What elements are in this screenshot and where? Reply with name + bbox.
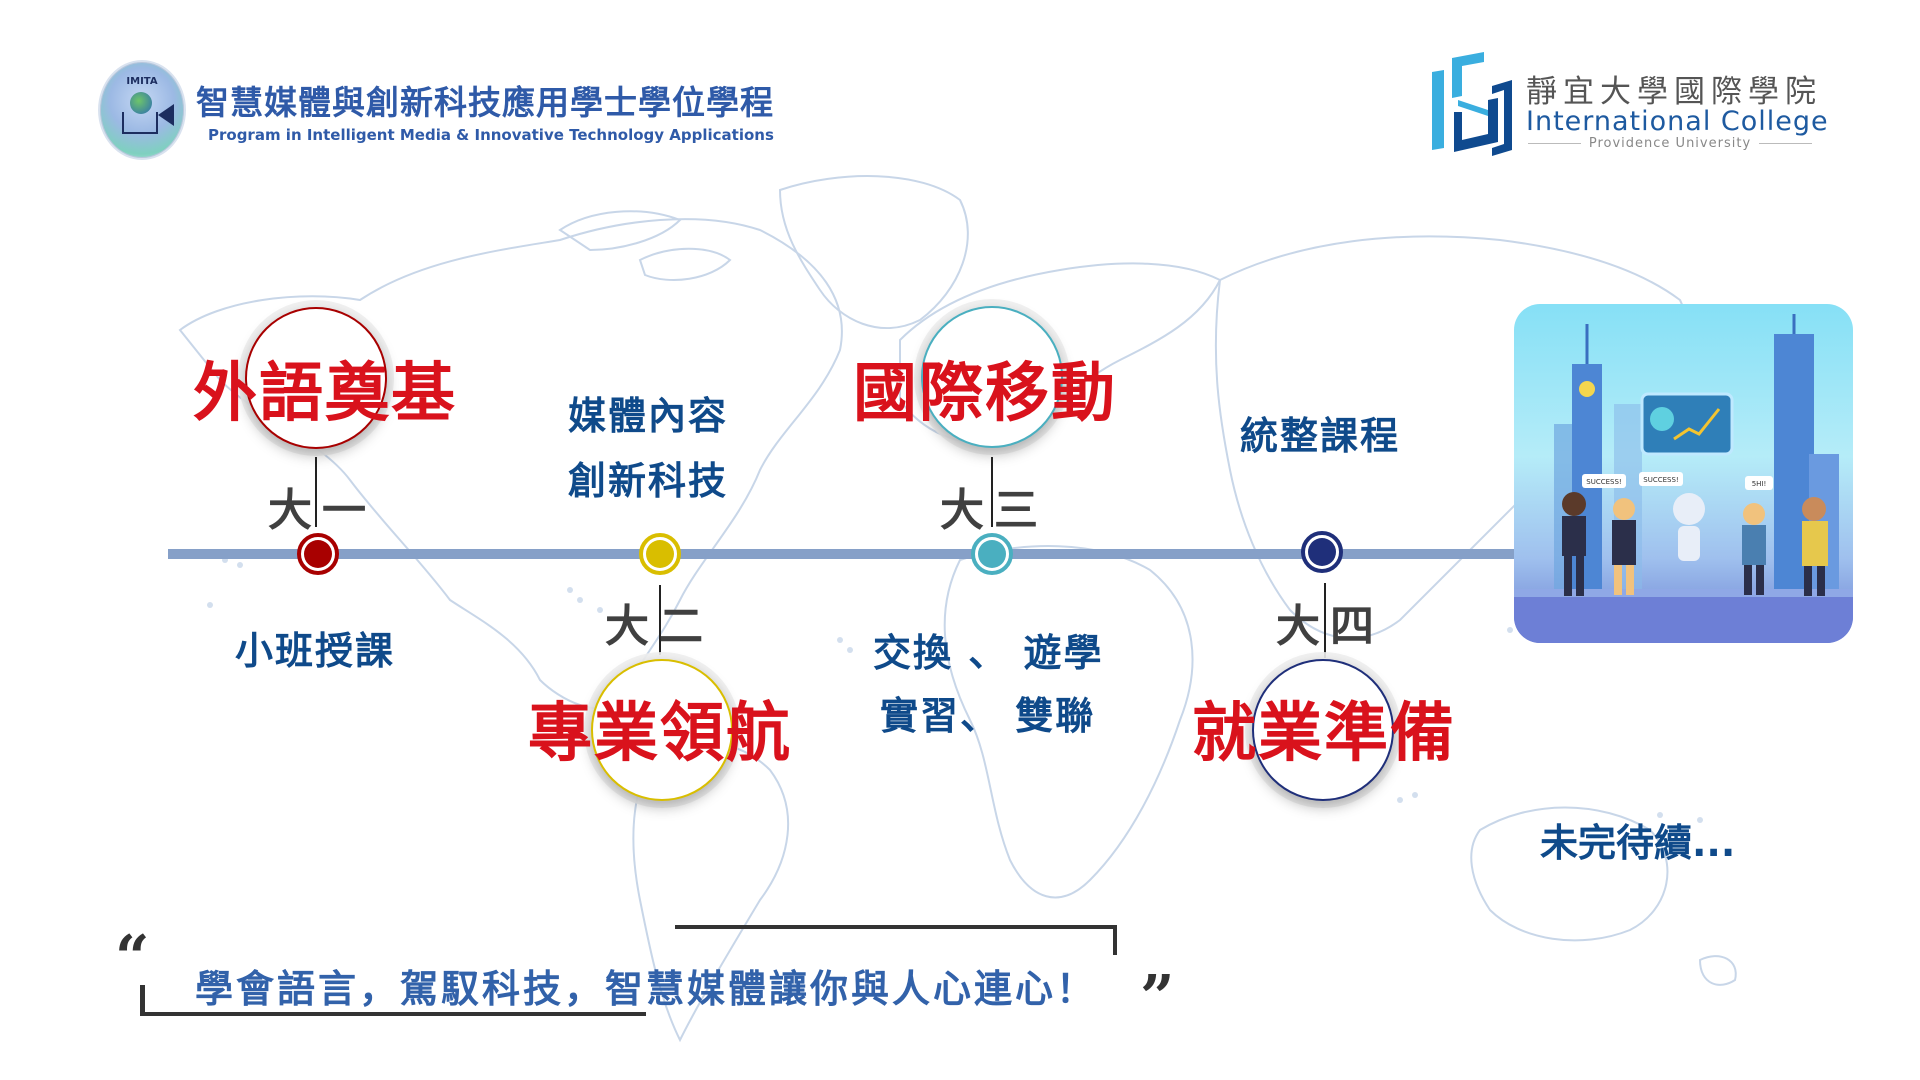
quote-bracket-left-horizontal: [140, 1012, 646, 1016]
year-number: 四: [1330, 601, 1374, 652]
stage-1-dot: [297, 533, 339, 575]
program-title-en: Program in Intelligent Media & Innovativ…: [208, 126, 774, 144]
quote-bracket-left-vertical: [140, 985, 145, 1016]
stage-4-highlight-circle: [1252, 659, 1394, 801]
slogan-quote: 學會語言，駕馭科技，智慧媒體讓你與人心連心！: [195, 967, 1098, 1011]
stage-1-year: 大一: [268, 474, 366, 538]
stage-2-dot: [639, 533, 681, 575]
timeline-line: [168, 549, 1514, 559]
imita-logo-label: IMITA: [126, 76, 158, 87]
year-number: 一: [322, 485, 366, 536]
international-college-logo-icon: [1432, 52, 1512, 156]
stage-4-dot: [1301, 531, 1343, 573]
laptop-icon: [122, 112, 158, 134]
stage-4-detail: 統整課程: [1240, 414, 1401, 458]
year-number: 三: [994, 485, 1038, 536]
stage-4-connector: [1324, 583, 1326, 658]
stage-3-connector: [991, 457, 993, 527]
year-number: 二: [659, 601, 703, 652]
imita-program-logo: IMITA: [98, 60, 186, 160]
year-prefix: 大: [268, 485, 312, 536]
quote-bracket-right-vertical: [1113, 925, 1117, 955]
stage-2-title: 專業領航: [528, 697, 792, 771]
stage-3-highlight-circle: [921, 306, 1063, 448]
college-name-en: International College: [1526, 106, 1829, 137]
year-prefix: 大: [605, 601, 649, 652]
stage-3-year: 大三: [940, 474, 1038, 538]
stage-4-title: 就業準備: [1192, 697, 1456, 771]
career-illustration: SUCCESS! SUCCESS! 5HI!: [1514, 304, 1853, 643]
university-name-row: Providence University: [1528, 136, 1812, 151]
stage-4-year: 大四: [1276, 590, 1374, 654]
smart-city-people-robot-illustration: SUCCESS! SUCCESS! 5HI!: [1514, 314, 1853, 643]
stage-2-detail-line-1: 媒體內容: [568, 394, 729, 438]
quote-bracket-right-horizontal: [675, 925, 1117, 929]
stage-1-detail: 小班授課: [235, 629, 396, 673]
bubble-text: 5HI!: [1752, 480, 1767, 488]
college-name-zh: 靜宜大學國際學院: [1526, 74, 1822, 110]
program-title-zh: 智慧媒體與創新科技應用學士學位學程: [196, 83, 774, 122]
video-camera-icon: [158, 104, 174, 126]
bubble-text: SUCCESS!: [1586, 478, 1621, 486]
stage-2-highlight-circle: [591, 659, 733, 801]
close-quote-icon: ”: [1140, 963, 1175, 1033]
stage-2-detail-line-2: 創新科技: [568, 459, 729, 503]
stage-2-connector: [659, 585, 661, 655]
stage-2-year: 大二: [605, 590, 703, 654]
open-quote-icon: “: [115, 923, 150, 993]
stage-3-title: 國際移動: [853, 357, 1117, 431]
divider: [1528, 143, 1581, 144]
stage-3-detail-line-2: 實習、 雙聯: [880, 694, 1096, 738]
stage-3-detail-line-1: 交換 、 遊學: [873, 631, 1104, 675]
year-prefix: 大: [940, 485, 984, 536]
stage-1-connector: [315, 457, 317, 527]
stage-1-title: 外語奠基: [193, 357, 457, 431]
university-name-en: Providence University: [1588, 136, 1752, 151]
divider: [1759, 143, 1812, 144]
to-be-continued-text: 未完待續...: [1540, 821, 1736, 865]
stage-3-dot: [971, 533, 1013, 575]
bubble-text: SUCCESS!: [1643, 476, 1678, 484]
stage-1-highlight-circle: [245, 307, 387, 449]
year-prefix: 大: [1276, 601, 1320, 652]
globe-icon: [130, 92, 152, 114]
